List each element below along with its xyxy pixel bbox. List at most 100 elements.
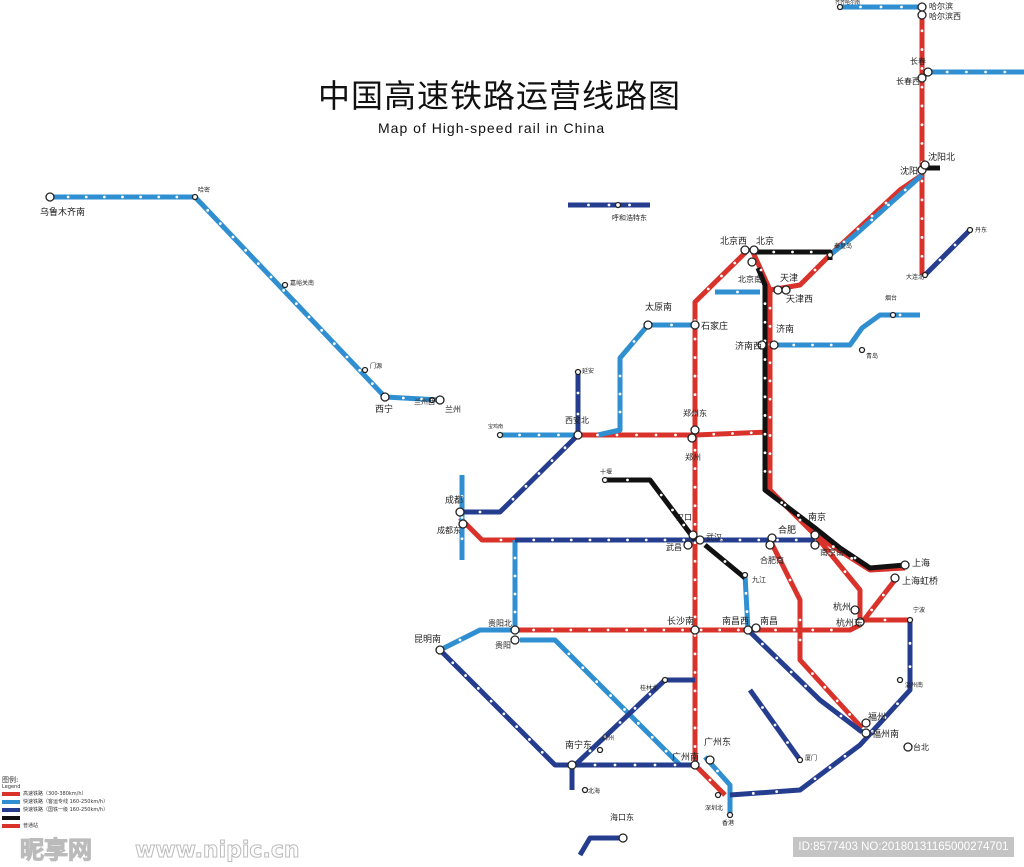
station-label: 烟台 [885, 294, 897, 302]
station-marker[interactable] [705, 755, 715, 765]
station-marker[interactable] [726, 811, 734, 819]
station-marker[interactable] [435, 645, 445, 655]
station-marker[interactable] [850, 605, 860, 615]
minor-station-dot [768, 452, 772, 456]
station-marker[interactable] [458, 519, 468, 529]
station-marker[interactable] [661, 676, 669, 684]
station-marker[interactable] [573, 430, 583, 440]
minor-station-dot [458, 638, 462, 642]
station-marker[interactable] [683, 540, 693, 550]
station-marker[interactable] [757, 340, 767, 350]
minor-station-dot [708, 778, 712, 782]
station-marker[interactable] [510, 625, 520, 635]
station-marker[interactable] [714, 791, 722, 799]
station-labels: 乌鲁木齐南哈密西宁兰州兰州西呼和浩特东太原南石家庄北京西北京北京南天津天津西济南… [40, 0, 987, 827]
station-marker[interactable] [749, 245, 759, 255]
station-marker[interactable] [889, 311, 897, 319]
station-marker[interactable] [900, 560, 910, 570]
station-marker[interactable] [695, 535, 705, 545]
minor-station-dot [768, 397, 772, 401]
station-marker[interactable] [581, 786, 589, 794]
station-marker[interactable] [765, 540, 775, 550]
station-marker[interactable] [690, 425, 700, 435]
station-marker[interactable] [574, 368, 582, 376]
station-marker[interactable] [743, 625, 753, 635]
station-marker[interactable] [906, 616, 914, 624]
station-marker[interactable] [923, 67, 933, 77]
station-label: 成都 [445, 494, 463, 506]
station-marker[interactable] [380, 392, 390, 402]
minor-station-dot [626, 478, 629, 482]
station-marker[interactable] [281, 281, 289, 289]
station-marker[interactable] [861, 718, 871, 728]
station-marker[interactable] [861, 728, 871, 738]
minor-station-dot [664, 749, 668, 753]
station-marker[interactable] [921, 271, 929, 279]
minor-station-dot [908, 665, 912, 669]
station-marker[interactable] [435, 395, 445, 405]
station-marker[interactable] [740, 245, 750, 255]
station-marker[interactable] [428, 396, 436, 404]
station-marker[interactable] [601, 476, 609, 484]
station-marker[interactable] [810, 530, 820, 540]
station-marker[interactable] [810, 540, 820, 550]
station-marker[interactable] [769, 340, 779, 350]
station-marker[interactable] [690, 760, 700, 770]
minor-station-dot [763, 376, 767, 380]
rail-line [605, 477, 697, 542]
station-marker[interactable] [741, 571, 749, 579]
station-marker[interactable] [826, 251, 834, 259]
station-marker[interactable] [917, 10, 927, 20]
station-marker[interactable] [45, 192, 55, 202]
station-marker[interactable] [920, 160, 930, 170]
minor-station-dot [632, 340, 636, 343]
station-marker[interactable] [687, 433, 697, 443]
minor-station-dot [532, 628, 536, 632]
station-marker[interactable] [855, 617, 865, 627]
station-marker[interactable] [903, 742, 913, 752]
station-marker[interactable] [361, 366, 369, 374]
station-label: 长沙南 [667, 615, 694, 627]
minor-station-dot [856, 227, 860, 231]
station-marker[interactable] [917, 73, 927, 83]
station-label: 太原南 [645, 301, 672, 313]
station-marker[interactable] [567, 760, 577, 770]
minor-station-dot [733, 261, 737, 265]
minor-station-dot [881, 593, 885, 597]
station-marker[interactable] [510, 635, 520, 645]
station-marker[interactable] [618, 833, 628, 843]
minor-stations [66, 5, 1007, 795]
station-marker[interactable] [796, 756, 804, 764]
station-marker[interactable] [690, 320, 700, 330]
minor-station-dot [643, 628, 647, 632]
station-marker[interactable] [690, 625, 700, 635]
station-marker[interactable] [836, 3, 844, 11]
station-marker[interactable] [966, 226, 974, 234]
station-marker[interactable] [455, 507, 465, 517]
station-marker[interactable] [896, 676, 904, 684]
station-marker[interactable] [773, 285, 783, 295]
minor-station-dot [607, 538, 611, 542]
minor-station-dot [883, 716, 887, 719]
station-marker[interactable] [917, 2, 927, 12]
minor-station-dot [716, 769, 719, 773]
minor-station-dot [550, 459, 554, 463]
minor-station-dot [823, 685, 827, 689]
station-marker[interactable] [688, 530, 698, 540]
station-marker[interactable] [643, 320, 653, 330]
station-marker[interactable] [751, 623, 761, 633]
station-marker[interactable] [747, 257, 757, 267]
station-marker[interactable] [890, 573, 900, 583]
station-label: 武汉 [706, 532, 722, 542]
station-marker[interactable] [191, 193, 199, 201]
station-marker[interactable] [496, 431, 504, 439]
minor-station-dot [618, 721, 622, 724]
station-marker[interactable] [781, 285, 791, 295]
station-marker[interactable] [858, 346, 866, 354]
station-marker[interactable] [596, 746, 604, 754]
legend-label: 快速铁路（国铁一级 160-250km/h） [23, 807, 109, 813]
minor-station-dot [871, 729, 874, 733]
minor-station-dot [244, 248, 248, 252]
page-subtitle: Map of High-speed rail in China [378, 120, 606, 136]
station-marker[interactable] [614, 201, 622, 209]
